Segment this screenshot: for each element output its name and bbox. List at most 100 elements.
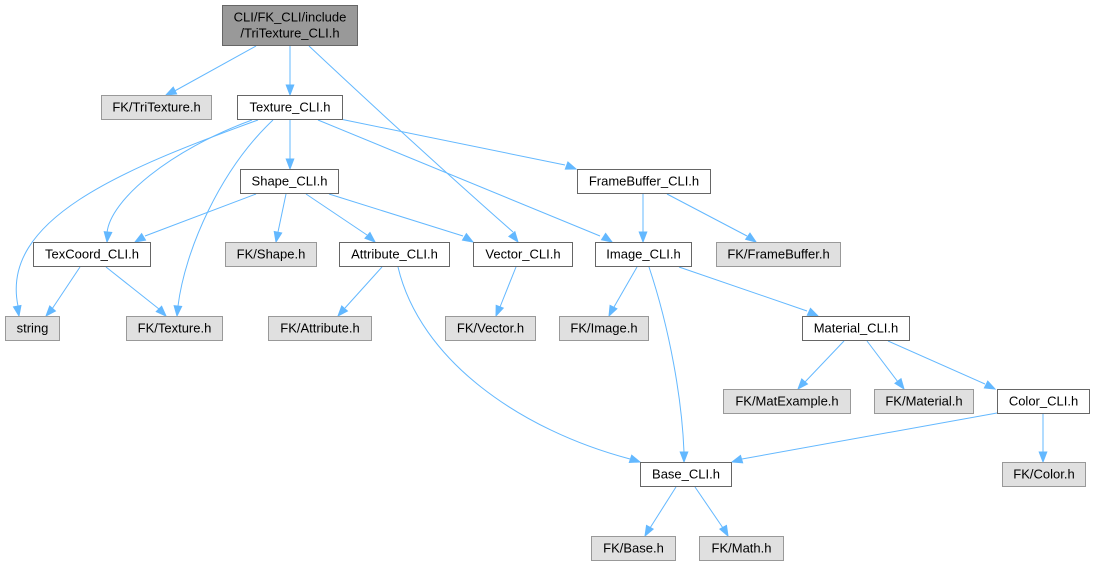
- edge-line: [144, 193, 257, 237]
- node-fk-tritexture: FK/TriTexture.h: [101, 95, 212, 120]
- node-box[interactable]: [339, 242, 450, 267]
- node-label: FK/Math.h: [712, 541, 772, 556]
- node-label: FK/Shape.h: [237, 247, 306, 262]
- arrowhead-icon: [628, 454, 642, 463]
- arrowhead-icon: [730, 454, 744, 464]
- node-box: [559, 316, 649, 341]
- node-texture-cli[interactable]: Texture_CLI.h: [237, 95, 343, 120]
- arrowhead-icon: [638, 231, 648, 244]
- edge-line: [170, 45, 257, 94]
- node-box[interactable]: [577, 169, 711, 194]
- edge-texcoord-cli-to-fk-texture: [105, 266, 167, 317]
- node-box[interactable]: [802, 316, 910, 341]
- node-label: Base_CLI.h: [652, 467, 720, 482]
- edge-color-cli-to-base-cli: [730, 412, 998, 464]
- node-label: FK/Color.h: [1013, 467, 1074, 482]
- node-shape-cli[interactable]: Shape_CLI.h: [240, 169, 339, 194]
- edge-texture-cli-to-string: [12, 119, 259, 318]
- node-fk-base: FK/Base.h: [591, 536, 676, 561]
- node-image-cli[interactable]: Image_CLI.h: [595, 242, 692, 267]
- node-framebuffer-cli[interactable]: FrameBuffer_CLI.h: [577, 169, 711, 194]
- edge-attribute-cli-to-fk-attribute: [337, 266, 383, 318]
- node-color-cli[interactable]: Color_CLI.h: [997, 389, 1090, 414]
- node-label: FK/Attribute.h: [280, 321, 359, 336]
- edge-root-to-vector-cli: [308, 45, 519, 244]
- node-box[interactable]: [640, 462, 732, 487]
- node-base-cli[interactable]: Base_CLI.h: [640, 462, 732, 487]
- node-box: [699, 536, 784, 561]
- node-fk-framebuffer: FK/FrameBuffer.h: [716, 242, 841, 267]
- node-fk-shape: FK/Shape.h: [225, 242, 317, 267]
- node-label: Material_CLI.h: [814, 321, 899, 336]
- edge-line: [308, 45, 514, 233]
- node-label: FK/TriTexture.h: [112, 100, 200, 115]
- node-fk-material: FK/Material.h: [874, 389, 974, 414]
- node-box[interactable]: [240, 169, 339, 194]
- arrowhead-icon: [744, 232, 758, 243]
- edge-framebuffer-cli-to-image-cli: [638, 194, 648, 244]
- node-box: [225, 242, 317, 267]
- node-label: Texture_CLI.h: [250, 100, 331, 115]
- node-box[interactable]: [222, 5, 358, 46]
- node-box: [268, 316, 372, 341]
- edge-line: [305, 193, 368, 236]
- node-fk-color: FK/Color.h: [1002, 462, 1086, 487]
- node-box[interactable]: [473, 242, 573, 267]
- node-label: Attribute_CLI.h: [351, 247, 438, 262]
- arrowhead-icon: [285, 84, 295, 97]
- node-material-cli[interactable]: Material_CLI.h: [802, 316, 910, 341]
- arrowhead-icon: [718, 524, 729, 538]
- arrowhead-icon: [337, 305, 349, 318]
- edge-line: [51, 266, 81, 310]
- edge-line: [649, 486, 677, 529]
- edge-line: [15, 119, 259, 307]
- node-attribute-cli[interactable]: Attribute_CLI.h: [339, 242, 450, 267]
- edge-line: [499, 266, 517, 308]
- arrowhead-icon: [164, 86, 178, 96]
- edge-material-cli-to-fk-material: [866, 340, 905, 391]
- arrowhead-icon: [495, 304, 505, 318]
- node-label: FrameBuffer_CLI.h: [589, 174, 699, 189]
- edge-line: [741, 412, 998, 460]
- edge-root-to-texture-cli: [285, 46, 295, 97]
- arrowhead-icon: [133, 232, 147, 243]
- node-box: [1002, 462, 1086, 487]
- edge-line: [694, 486, 724, 529]
- edge-line: [339, 118, 566, 166]
- node-vector-cli[interactable]: Vector_CLI.h: [473, 242, 573, 267]
- arrowhead-icon: [273, 230, 283, 244]
- edge-line: [106, 119, 253, 234]
- node-box[interactable]: [33, 242, 151, 267]
- arrowhead-icon: [806, 307, 820, 317]
- node-label: CLI/FK_CLI/include: [234, 10, 347, 25]
- node-label: FK/Image.h: [570, 321, 637, 336]
- node-box[interactable]: [595, 242, 692, 267]
- arrowhead-icon: [45, 305, 57, 318]
- edge-shape-cli-to-texcoord-cli: [133, 193, 257, 243]
- node-box[interactable]: [237, 95, 343, 120]
- edge-line: [648, 266, 685, 453]
- node-label: Color_CLI.h: [1009, 394, 1078, 409]
- node-label: FK/FrameBuffer.h: [727, 247, 829, 262]
- arrowhead-icon: [600, 232, 614, 243]
- edge-line: [804, 340, 845, 383]
- arrowhead-icon: [103, 231, 113, 244]
- node-fk-vector: FK/Vector.h: [445, 316, 536, 341]
- node-root[interactable]: CLI/FK_CLI/include/TriTexture_CLI.h: [222, 5, 358, 46]
- edge-image-cli-to-material-cli: [678, 266, 820, 317]
- node-label: FK/MatExample.h: [735, 394, 838, 409]
- edges-layer: [12, 45, 1048, 538]
- node-label: FK/Material.h: [885, 394, 962, 409]
- node-label: string: [17, 321, 49, 336]
- edge-line: [344, 266, 383, 309]
- edge-texture-cli-to-image-cli: [317, 119, 614, 243]
- arrowhead-icon: [155, 305, 167, 317]
- node-texcoord-cli[interactable]: TexCoord_CLI.h: [33, 242, 151, 267]
- edge-line: [277, 193, 287, 233]
- node-box[interactable]: [997, 389, 1090, 414]
- node-label: FK/Texture.h: [138, 321, 212, 336]
- arrowhead-icon: [364, 231, 377, 243]
- node-box: [723, 389, 851, 414]
- edge-shape-cli-to-vector-cli: [328, 193, 475, 243]
- edge-line: [613, 266, 638, 308]
